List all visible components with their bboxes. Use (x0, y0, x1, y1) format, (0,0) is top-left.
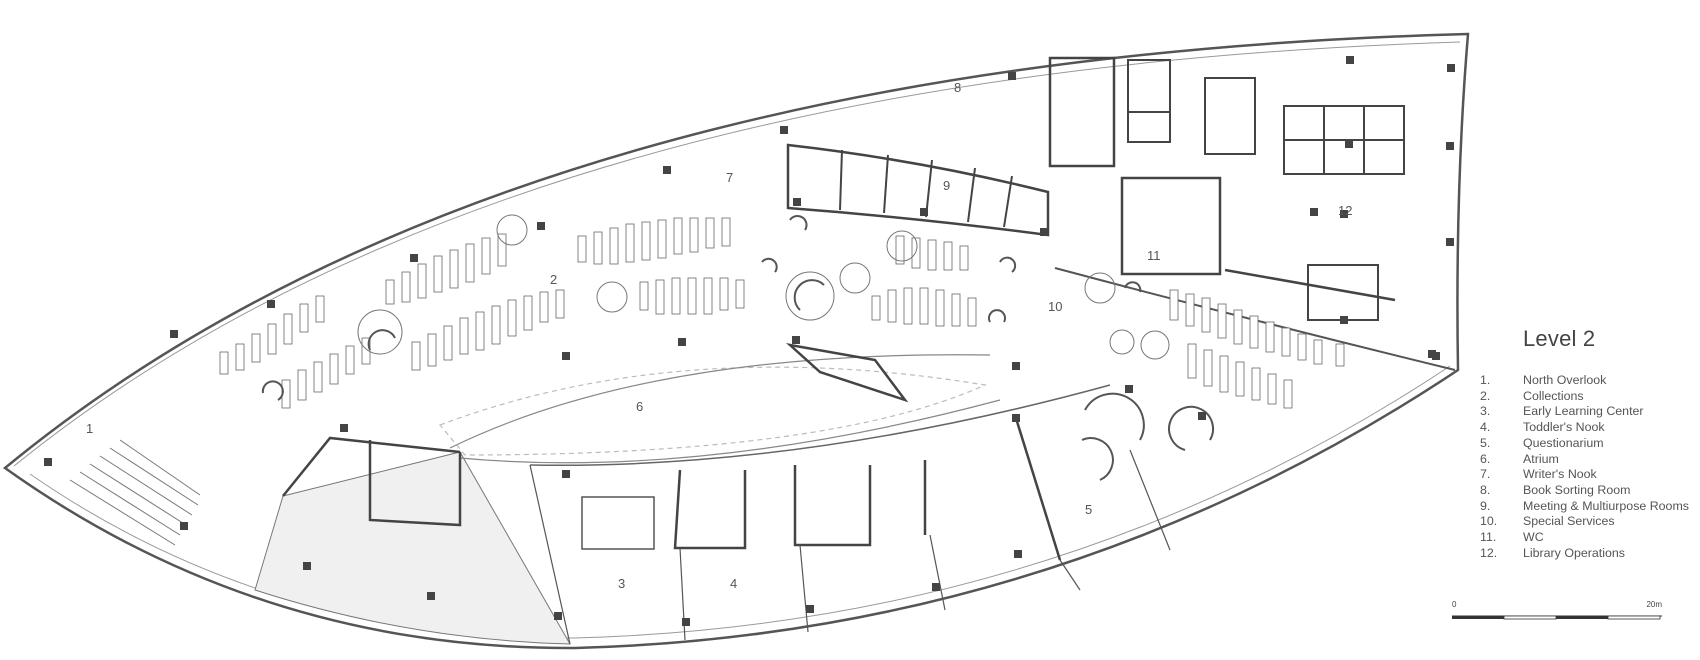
room-number-12: 12 (1338, 203, 1352, 218)
legend-item-number: 9. (1480, 498, 1491, 513)
legend-item-number: 6. (1480, 451, 1491, 466)
legend-item-number: 5. (1480, 435, 1491, 450)
legend-item: 2. Collections (1480, 389, 1695, 405)
legend-item: 8. Book Sorting Room (1480, 483, 1695, 499)
legend-item-label: North Overlook (1523, 373, 1607, 387)
legend-item-label: Writer's Nook (1523, 467, 1597, 482)
legend-item: 7. Writer's Nook (1480, 467, 1695, 483)
book-stacks (219, 217, 1345, 409)
legend-item-number: 2. (1480, 388, 1491, 403)
operations-wall (1224, 268, 1396, 302)
legend-item: 6. Atrium (1480, 452, 1695, 468)
legend-item-label: Meeting & Multiurpose Rooms (1523, 498, 1689, 513)
legend-item-number: 7. (1480, 467, 1491, 482)
storage-room (1204, 77, 1256, 155)
legend-item-label: Library Operations (1523, 545, 1625, 560)
room-number-7: 7 (726, 170, 733, 185)
room-number-8: 8 (954, 80, 961, 95)
building-outline (2, 32, 1470, 650)
legend-item-label: Toddler's Nook (1523, 420, 1605, 435)
room-number-9: 9 (943, 178, 950, 193)
legend-item-label: Special Services (1523, 514, 1615, 529)
scale-zero-label: 0 (1452, 600, 1457, 609)
legend-item-number: 11. (1480, 530, 1497, 545)
legend-item: 3. Early Learning Center (1480, 404, 1695, 420)
legend-item: 5. Questionarium (1480, 436, 1695, 452)
atrium-void (438, 366, 988, 456)
room-number-6: 6 (636, 399, 643, 414)
room-number-2: 2 (550, 272, 557, 287)
questionarium-arcs (1081, 392, 1215, 481)
scale-bar-graphic (1452, 615, 1662, 620)
legend-item-label: WC (1523, 530, 1544, 545)
legend-item-label: Collections (1523, 388, 1584, 403)
meeting-room-dividers (839, 149, 1013, 228)
legend-item-label: Questionarium (1523, 435, 1604, 450)
overlook-steps (69, 439, 201, 546)
legend: Level 2 1. North Overlook 2. Collections 3… (1480, 326, 1695, 561)
room-number-11: 11 (1147, 248, 1161, 263)
legend-item-number: 12. (1480, 545, 1498, 560)
corridor-line (529, 384, 1111, 467)
south-glazing (29, 365, 1451, 639)
legend-item: 12. Library Operations (1480, 546, 1695, 562)
legend-item: 4. Toddler's Nook (1480, 420, 1695, 436)
room-number-4: 4 (730, 576, 737, 591)
elevator-shaft (1127, 111, 1171, 143)
shaded-area (254, 451, 571, 645)
south-room-partitions (529, 449, 1171, 645)
atrium-curve (449, 354, 991, 449)
legend-item-number: 4. (1480, 420, 1491, 435)
legend-item: 11. WC (1480, 530, 1695, 546)
legend-item: 10. Special Services (1480, 514, 1695, 530)
scale-bar: 0 20m (1452, 600, 1662, 630)
legend-item-label: Book Sorting Room (1523, 482, 1631, 497)
atrium-lower-edge (459, 399, 1001, 464)
seating-arcs (261, 215, 1142, 401)
columns (44, 56, 1455, 626)
south-room-walls (282, 414, 1062, 561)
service-core (1048, 56, 1116, 168)
room-number-5: 5 (1085, 502, 1092, 517)
atrium-stair (785, 343, 909, 403)
early-learning-table (581, 496, 655, 550)
wc-block (1120, 176, 1222, 276)
room-number-3: 3 (618, 576, 625, 591)
scale-max-label: 20m (1646, 600, 1662, 609)
room-number-10: 10 (1048, 299, 1062, 314)
legend-item-number: 10. (1480, 514, 1498, 529)
room-number-1: 1 (86, 421, 93, 436)
legend-item-number: 8. (1480, 482, 1491, 497)
legend-item: 9. Meeting & Multiurpose Rooms (1480, 499, 1695, 515)
legend-item: 1. North Overlook (1480, 373, 1695, 389)
legend-item-label: Atrium (1523, 451, 1559, 466)
legend-item-label: Early Learning Center (1523, 404, 1644, 419)
round-tables (357, 214, 1170, 360)
legend-title: Level 2 (1523, 326, 1596, 351)
inner-glazing (13, 41, 1461, 467)
legend-item-number: 1. (1480, 373, 1491, 387)
library-operations-offices (1283, 105, 1405, 321)
legend-list: 1. North Overlook 2. Collections 3. Early L… (1480, 373, 1695, 561)
legend-item-number: 3. (1480, 404, 1491, 419)
